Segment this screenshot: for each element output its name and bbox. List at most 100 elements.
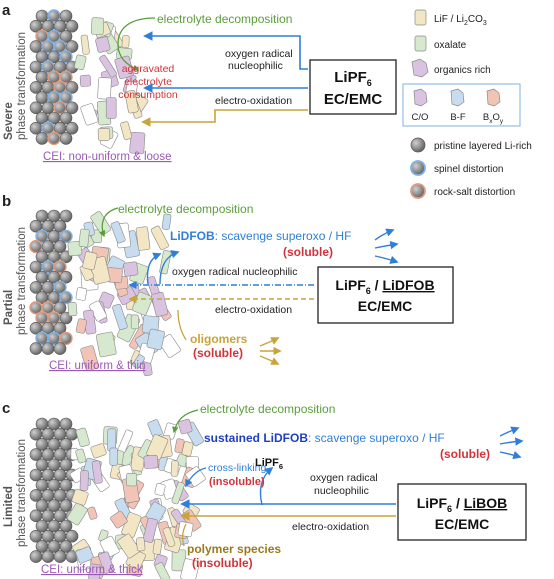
cei-particle: [123, 261, 139, 277]
rocksalt-label: rock-salt distortion: [434, 187, 515, 198]
panel-letter: b: [2, 193, 11, 210]
cei-particle: [151, 291, 169, 317]
particle-sphere: [59, 417, 73, 431]
cei-particle: [158, 334, 181, 358]
particle-sphere: [59, 209, 73, 223]
cei-particle: [82, 251, 98, 271]
side-label: phase transformation: [16, 227, 28, 335]
cei-particle: [66, 502, 88, 526]
decomposition-pointer: [172, 409, 199, 434]
cei-particle: [177, 521, 194, 538]
oligomers-soluble-label: (soluble): [193, 346, 243, 360]
bxoy-swatch: [486, 88, 501, 107]
decomposition-label: electrolyte decomposition: [200, 402, 335, 416]
particle-sphere: [65, 81, 79, 94]
crosslinking-insoluble-label: (insoluble): [209, 476, 265, 488]
gold-curve: [182, 523, 187, 547]
particle-sphere: [59, 132, 73, 145]
cei-particle: [105, 97, 117, 119]
particle-sphere: [59, 540, 73, 553]
cei-particle: [67, 302, 78, 317]
particle-sphere: [53, 550, 67, 563]
lidfob-label: LiDFOB: scavenge superoxo / HF: [170, 229, 351, 243]
cei-particle: [74, 54, 87, 71]
oxygen-label-2: nucleophilic: [314, 485, 369, 497]
blue-curly-arrow: [259, 466, 274, 506]
decomposition-label: electrolyte decomposition: [118, 202, 253, 216]
rocksalt-swatch: [410, 183, 426, 199]
particle-sphere: [59, 478, 73, 492]
side-label: phase transformation: [16, 32, 28, 140]
aggravated-label-2: electrolyte: [124, 76, 172, 88]
aggravated-label-3: consumption: [118, 89, 178, 101]
cei-particle: [178, 418, 193, 435]
cei-particle: [161, 213, 172, 230]
particle-sphere: [35, 132, 49, 145]
cei-particle: [97, 128, 111, 141]
cei-label: CEI: non-uniform & loose: [43, 151, 171, 163]
cei-particle: [75, 287, 87, 301]
cei-particle: [95, 331, 117, 358]
bf-swatch: [450, 88, 465, 107]
particle-sphere: [59, 458, 73, 472]
oxalate-swatch: [414, 35, 427, 52]
soluble-label: (soluble): [440, 447, 490, 461]
particle-sphere: [59, 229, 73, 244]
particle-sphere: [59, 70, 73, 84]
cei-particle: [95, 36, 111, 53]
particle-sphere: [59, 270, 73, 284]
cei-particle: [75, 546, 94, 564]
polymer-insoluble-label: (insoluble): [192, 556, 253, 570]
cei-particle: [124, 89, 139, 114]
cei-particle: [180, 558, 200, 579]
organics-subtypes-box: [402, 83, 521, 127]
electrolyte-box: [309, 59, 397, 115]
cei-particle: [97, 77, 112, 100]
particle-sphere: [59, 331, 73, 346]
bxoy-label: BxOy: [483, 112, 504, 125]
cei-particle: [71, 488, 89, 506]
oxalate-label: oxalate: [434, 40, 467, 51]
blue-wavy-arrow: [374, 255, 399, 264]
particle-sphere: [53, 301, 67, 315]
cei-particle: [162, 527, 176, 548]
aggravated-label-1: aggravated: [122, 63, 175, 75]
particle-sphere: [47, 131, 61, 146]
blue-wavy-arrow: [374, 240, 399, 250]
particle-sphere: [59, 111, 73, 125]
gold-arrow: [259, 355, 280, 365]
particle-sphere: [65, 121, 79, 135]
electro-oxidation-arrow: [141, 109, 308, 127]
oxygen-label: oxygen radical nucleophilic: [172, 266, 298, 278]
particle-sphere: [59, 50, 73, 64]
cei-particle: [117, 533, 141, 559]
cei-particle: [67, 241, 83, 257]
cei-particle: [90, 211, 112, 236]
particle-sphere: [59, 30, 73, 43]
oxygen-label-1: oxygen radical: [310, 472, 378, 484]
cei-particle: [87, 506, 98, 520]
electro-oxidation-label: electro-oxidation: [215, 95, 292, 107]
particle-sphere: [59, 290, 73, 305]
polymer-label: polymer species: [187, 542, 281, 556]
electro-oxidation-label: electro-oxidation: [292, 521, 369, 533]
blue-wavy-arrow: [499, 451, 522, 460]
gold-curve: [177, 309, 187, 341]
cei-particle: [150, 225, 169, 251]
panel-letter: c: [2, 400, 10, 417]
cei-particle: [98, 551, 115, 574]
sustained-label: sustained LiDFOB: scavenge superoxo / HF: [204, 431, 445, 445]
particle-sphere: [29, 550, 43, 563]
cei-particle: [120, 121, 133, 140]
organics-swatch: [411, 58, 429, 78]
side-label-bold: Severe: [3, 102, 15, 140]
box-solvent: EC/EMC: [435, 516, 489, 532]
box-formula: LiPF6 / LiDFOB: [335, 277, 434, 296]
decomposition-pointer: [117, 17, 156, 71]
cei-label: CEI: uniform & thin: [49, 360, 146, 372]
particle-sphere: [65, 19, 79, 33]
side-label-bold: Partial: [3, 290, 15, 325]
blue-wavy-arrow: [499, 426, 520, 437]
cei-particle: [79, 74, 91, 87]
